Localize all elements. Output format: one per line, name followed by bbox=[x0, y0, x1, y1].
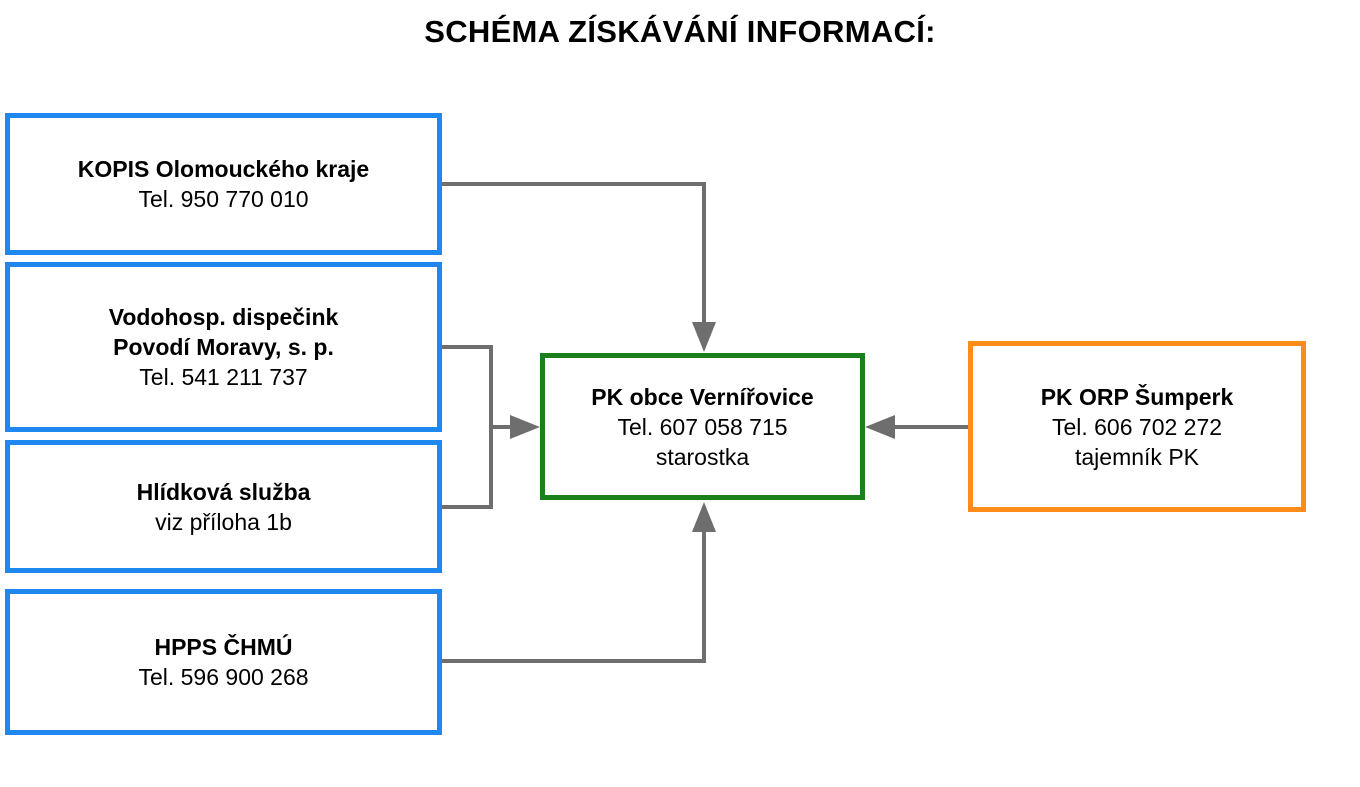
kopis-phone: Tel. 950 770 010 bbox=[138, 186, 309, 212]
hlidkova-note: viz příloha 1b bbox=[155, 508, 292, 535]
orp-box-pk-orp: PK ORP Šumperk Tel. 606 702 272 tajemník… bbox=[968, 341, 1306, 512]
hpps-name: HPPS ČHMÚ bbox=[154, 634, 293, 660]
center-phone: Tel. 607 058 715 bbox=[617, 413, 788, 440]
source-box-hpps: HPPS ČHMÚ Tel. 596 900 268 bbox=[5, 589, 442, 735]
center-role: starostka bbox=[655, 443, 750, 470]
center-name: PK obce Vernířovice bbox=[591, 383, 814, 410]
kopis-name: KOPIS Olomouckého kraje bbox=[77, 156, 370, 182]
hlidkova-name: Hlídková služba bbox=[136, 478, 311, 505]
diagram-title: SCHÉMA ZÍSKÁVÁNÍ INFORMACÍ: bbox=[424, 14, 936, 49]
connector-kopis-to-center bbox=[442, 182, 706, 332]
arrow-hpps-to-center bbox=[692, 502, 716, 532]
vodohosp-phone: Tel. 541 211 737 bbox=[139, 364, 308, 390]
vodohosp-name-line1: Vodohosp. dispečink bbox=[108, 304, 339, 330]
orp-name: PK ORP Šumperk bbox=[1040, 383, 1234, 410]
orp-role: tajemník PK bbox=[1075, 443, 1199, 470]
connector-hpps-to-center bbox=[442, 522, 706, 663]
connector-vodohosp-bracket bbox=[442, 345, 493, 509]
source-box-hlidkova: Hlídková služba viz příloha 1b bbox=[5, 440, 442, 573]
orp-phone: Tel. 606 702 272 bbox=[1051, 413, 1223, 440]
hpps-phone: Tel. 596 900 268 bbox=[138, 664, 309, 690]
arrow-kopis-to-center bbox=[692, 322, 716, 352]
arrow-orp-to-center bbox=[865, 415, 895, 439]
source-box-kopis: KOPIS Olomouckého kraje Tel. 950 770 010 bbox=[5, 113, 442, 255]
vodohosp-name-line2: Povodí Moravy, s. p. bbox=[113, 334, 334, 360]
arrow-merge-to-center bbox=[510, 415, 540, 439]
center-box-pk-obce: PK obce Vernířovice Tel. 607 058 715 sta… bbox=[540, 353, 865, 500]
source-box-vodohosp: Vodohosp. dispečink Povodí Moravy, s. p.… bbox=[5, 262, 442, 432]
